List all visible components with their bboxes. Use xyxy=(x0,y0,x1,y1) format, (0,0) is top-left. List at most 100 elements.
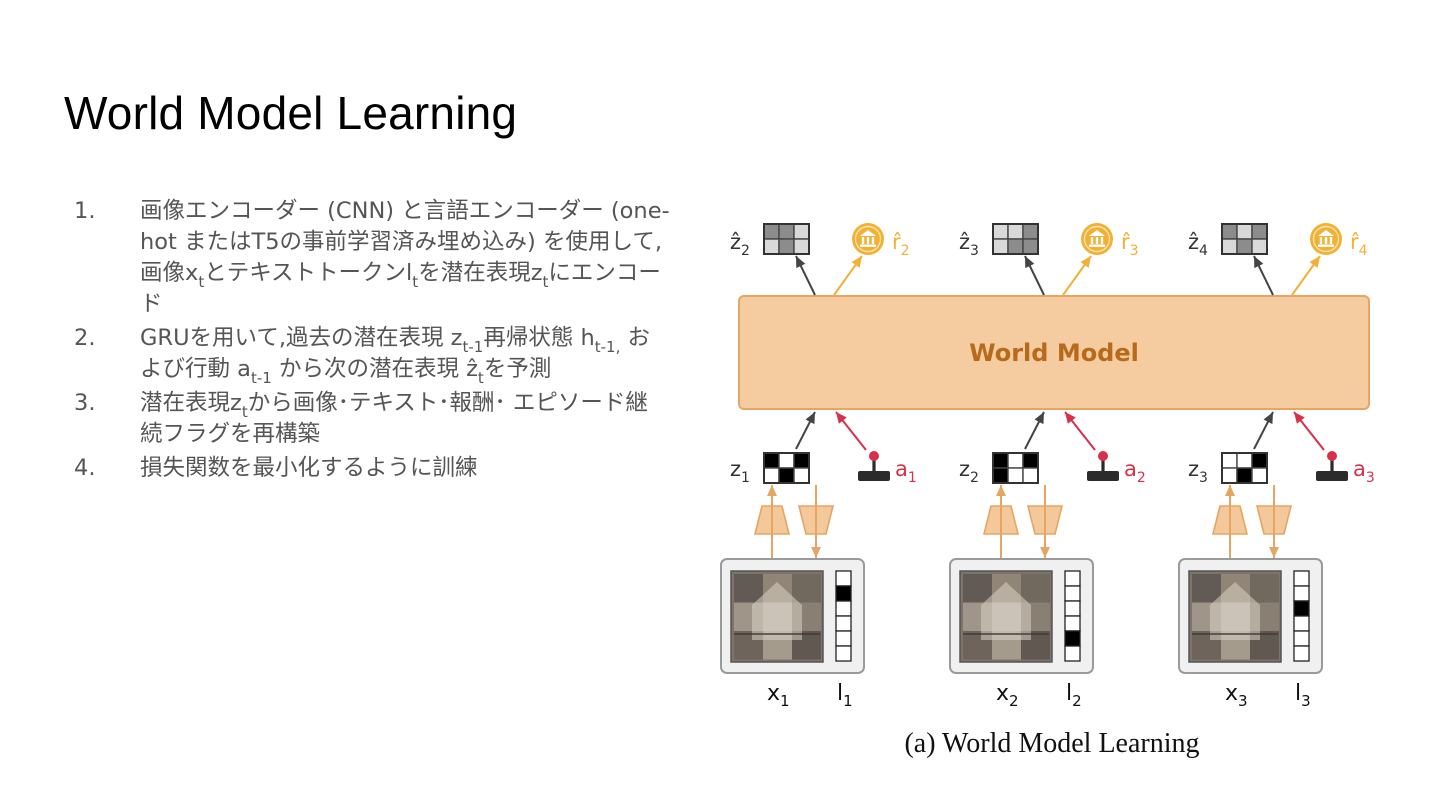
token-cell xyxy=(1293,630,1310,647)
arrow-head xyxy=(1025,256,1035,269)
joystick-icon xyxy=(1316,451,1348,481)
grid-cell xyxy=(778,223,795,240)
grid-cell xyxy=(1251,238,1268,255)
grid-cell xyxy=(992,452,1009,469)
grid-cell xyxy=(1236,238,1253,255)
action-label: a1 xyxy=(895,457,917,486)
grid-border xyxy=(763,452,810,484)
label-subscript: 3 xyxy=(970,243,979,259)
arrow-head xyxy=(811,547,821,558)
arrow-head xyxy=(1065,412,1076,424)
label-base: l xyxy=(1295,681,1301,706)
predicted-latent-grid xyxy=(992,223,1039,255)
text-token-label: l2 xyxy=(1066,681,1082,710)
arrow-head xyxy=(851,256,862,268)
joystick-stick xyxy=(1330,458,1334,472)
list-item-number: 1. xyxy=(74,198,96,224)
label-subscript: 4 xyxy=(1359,243,1368,259)
image-input-label: x3 xyxy=(1225,681,1248,710)
label-base: r̂ xyxy=(1350,230,1360,254)
label-base: z xyxy=(730,457,741,481)
label-base: x xyxy=(996,681,1009,706)
joystick-stick xyxy=(1101,458,1105,472)
grid-cell xyxy=(1236,467,1253,484)
token-cell xyxy=(1293,600,1310,617)
image-room-light xyxy=(1210,582,1260,640)
arrow-head xyxy=(996,485,1006,496)
token-cell xyxy=(835,630,852,647)
label-subscript: 2 xyxy=(741,243,750,259)
text-run: を潜在表現z xyxy=(418,260,543,286)
image-region xyxy=(1021,574,1050,603)
text-run: 損失関数を最小化するように訓練 xyxy=(140,455,478,481)
token-cell xyxy=(1293,615,1310,632)
image-region xyxy=(1192,574,1221,603)
text-run: GRUを用いて,過去の潜在表現 z xyxy=(140,325,463,351)
arrow-latent-to-world-model xyxy=(1024,411,1045,450)
list-item-text: 損失関数を最小化するように訓練 xyxy=(140,453,670,484)
arrow-head xyxy=(796,256,806,269)
bank-column xyxy=(871,237,875,244)
grid-cell xyxy=(1236,223,1253,240)
arrow-latent-to-text xyxy=(1269,485,1279,558)
grid-cell xyxy=(793,467,810,484)
joystick-knob xyxy=(1327,451,1337,461)
grid-cell xyxy=(1221,238,1238,255)
grid-cell xyxy=(1236,452,1253,469)
world-model-label: World Model xyxy=(969,339,1139,367)
bank-roof xyxy=(1089,230,1105,236)
bank-base xyxy=(1318,244,1334,247)
joystick-base xyxy=(1087,471,1119,481)
joystick-knob xyxy=(869,451,879,461)
subscript: t-1, xyxy=(594,337,621,356)
grid-cell xyxy=(763,452,780,469)
joystick-icon xyxy=(1087,451,1119,481)
latent-grid xyxy=(992,452,1039,484)
latent-label: z1 xyxy=(730,457,750,486)
grid-cell xyxy=(1251,452,1268,469)
grid-border xyxy=(1221,452,1268,484)
joystick-base xyxy=(1316,471,1348,481)
arrow-head xyxy=(1034,412,1044,425)
latent-grid xyxy=(1221,452,1268,484)
arrow-to-predicted-reward xyxy=(833,255,863,296)
subscript: t xyxy=(241,402,248,421)
token-cell xyxy=(1293,645,1310,662)
image-input-label: x2 xyxy=(996,681,1019,710)
grid-border xyxy=(992,223,1039,255)
text-run: 画像エンコーダー (CNN) と言語エンコーダー (one-hot またはT5の… xyxy=(140,198,670,286)
arrow-action-to-world-model xyxy=(835,411,867,451)
arrow-latent-to-text xyxy=(811,485,821,558)
arrow-head xyxy=(805,412,815,425)
label-base: ẑ xyxy=(1188,230,1199,254)
arrow-latent-to-text xyxy=(1040,485,1050,558)
label-base: x xyxy=(767,681,780,706)
label-subscript: 3 xyxy=(1301,692,1311,710)
text-run: を予測 xyxy=(483,356,552,382)
list-item-number: 4. xyxy=(74,455,96,481)
joystick-icon xyxy=(858,451,890,481)
coin-bank-icon xyxy=(852,223,884,255)
grid-cell xyxy=(793,223,810,240)
image-room-light xyxy=(981,582,1031,640)
grid-cell xyxy=(778,452,795,469)
joystick-knob xyxy=(1098,451,1108,461)
label-subscript: 2 xyxy=(1009,692,1019,710)
label-subscript: 3 xyxy=(1366,470,1375,486)
subscript: t xyxy=(412,272,419,291)
joystick-base xyxy=(858,471,890,481)
text-run: から画像･テキスト･報酬･ エピソード継続フラグを再構築 xyxy=(140,390,648,447)
label-subscript: 2 xyxy=(970,470,979,486)
list-item-number: 3. xyxy=(74,390,96,416)
label-base: z xyxy=(959,457,970,481)
token-cell xyxy=(1064,645,1081,662)
label-base: ẑ xyxy=(730,230,741,254)
coin-rim xyxy=(1083,225,1111,253)
grid-cell xyxy=(1007,238,1024,255)
grid-cell xyxy=(763,223,780,240)
label-base: l xyxy=(837,681,843,706)
text-run: にエンコード xyxy=(140,260,661,317)
token-cell xyxy=(835,585,852,602)
